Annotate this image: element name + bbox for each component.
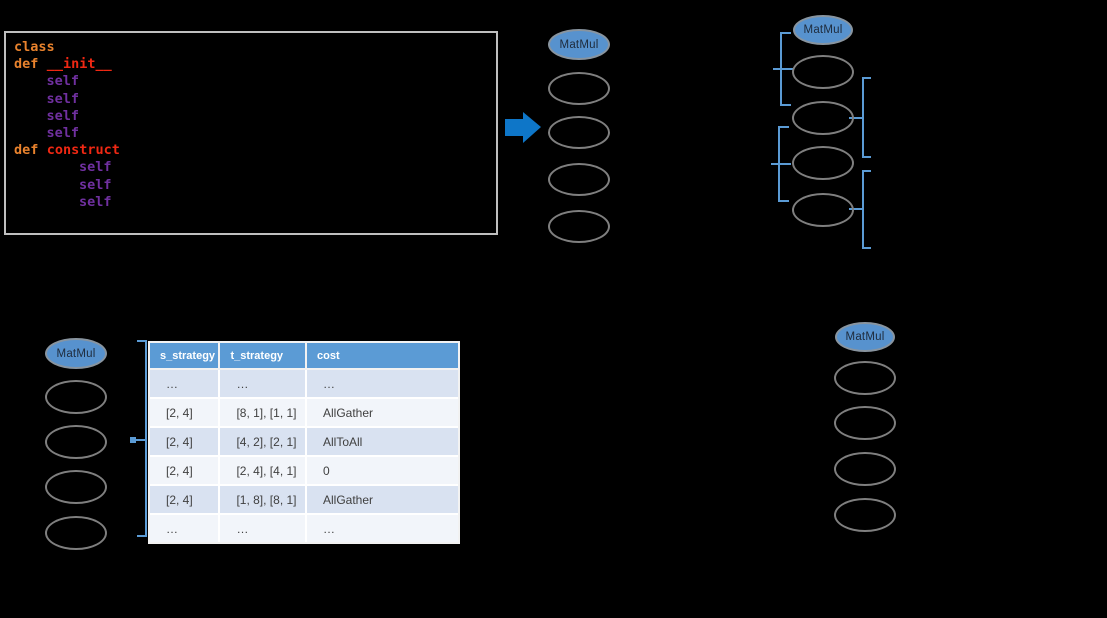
table-header-row: s_strategy t_strategy cost [150,343,458,370]
strategy-node [45,470,107,504]
strategy-node [548,210,610,243]
code-token-self: self [14,90,80,107]
grouping-bracket-left-2 [771,126,791,202]
table-row: [2, 4] [1, 8], [8, 1] AllGather [150,486,458,515]
code-token-self: self [14,176,112,193]
table-cell: AllGather [307,486,458,515]
code-token-self: self [14,125,80,142]
table-row: … … … [150,370,458,399]
strategy-node [548,72,610,105]
code-token-self: self [14,107,80,124]
table-row: [2, 4] [4, 2], [2, 1] AllToAll [150,428,458,457]
strategy-node [45,425,107,459]
code-panel: class def __init__ self self self self de… [4,31,498,235]
table-cell: … [150,370,221,399]
matmul-node: MatMul [548,29,610,60]
table-cell: [2, 4], [4, 1] [220,457,307,486]
code-line: self [14,194,488,211]
matmul-node: MatMul [793,15,853,45]
code-line: self [14,125,488,142]
table-cell: AllGather [307,399,458,428]
code-token-function: __init__ [46,56,112,73]
code-line: self [14,159,488,176]
strategy-node [834,361,896,395]
table-cell: [2, 4] [150,399,221,428]
table-cell: 0 [307,457,458,486]
strategy-node [45,380,107,414]
table-row: [2, 4] [2, 4], [4, 1] 0 [150,457,458,486]
code-token-keyword: class [14,39,55,55]
matmul-node: MatMul [835,322,895,352]
strategy-node [45,516,107,550]
table-bracket-head [130,437,136,443]
table-cell: [4, 2], [2, 1] [220,428,307,457]
code-token-keyword: def [14,142,39,159]
strategy-node [792,193,854,227]
code-token-self: self [14,193,112,210]
strategy-cost-table: s_strategy t_strategy cost … … … [2, 4] … [148,341,460,544]
table-cell: … [307,370,458,399]
table-cell: [2, 4] [150,457,221,486]
table-cell: [1, 8], [8, 1] [220,486,307,515]
code-line: class [14,39,488,56]
code-line: self [14,73,488,90]
table-cell: [2, 4] [150,428,221,457]
column-header: cost [307,343,458,370]
matmul-node-label: MatMul [559,38,599,51]
matmul-node-label: MatMul [56,347,96,360]
code-line: self [14,108,488,125]
code-token-self: self [14,159,112,176]
table-cell: … [307,515,458,542]
table-cell: [8, 1], [1, 1] [220,399,307,428]
table-cell: AllToAll [307,428,458,457]
code-token-keyword: def [14,56,39,73]
table-cell: … [220,515,307,542]
code-line: self [14,91,488,108]
table-cell: [2, 4] [150,486,221,515]
code-token-self: self [14,73,80,90]
right-arrow-icon [505,112,541,143]
strategy-node [792,101,854,135]
matmul-node-label: MatMul [803,24,843,36]
matmul-node: MatMul [45,338,107,369]
code-line: def construct [14,142,488,159]
strategy-node [834,498,896,532]
grouping-bracket-left-1 [773,32,793,106]
matmul-node-label: MatMul [845,331,885,343]
table-row: … … … [150,515,458,542]
code-line: def __init__ [14,56,488,73]
code-line: self [14,177,488,194]
strategy-node [792,55,854,89]
column-header: s_strategy [150,343,221,370]
strategy-node [834,452,896,486]
strategy-node [792,146,854,180]
table-bracket [133,340,147,537]
strategy-node [548,163,610,196]
strategy-node [548,116,610,149]
code-token-function: construct [46,142,120,159]
strategy-node [834,406,896,440]
table-cell: … [150,515,221,542]
table-row: [2, 4] [8, 1], [1, 1] AllGather [150,399,458,428]
table-cell: … [220,370,307,399]
column-header: t_strategy [220,343,307,370]
